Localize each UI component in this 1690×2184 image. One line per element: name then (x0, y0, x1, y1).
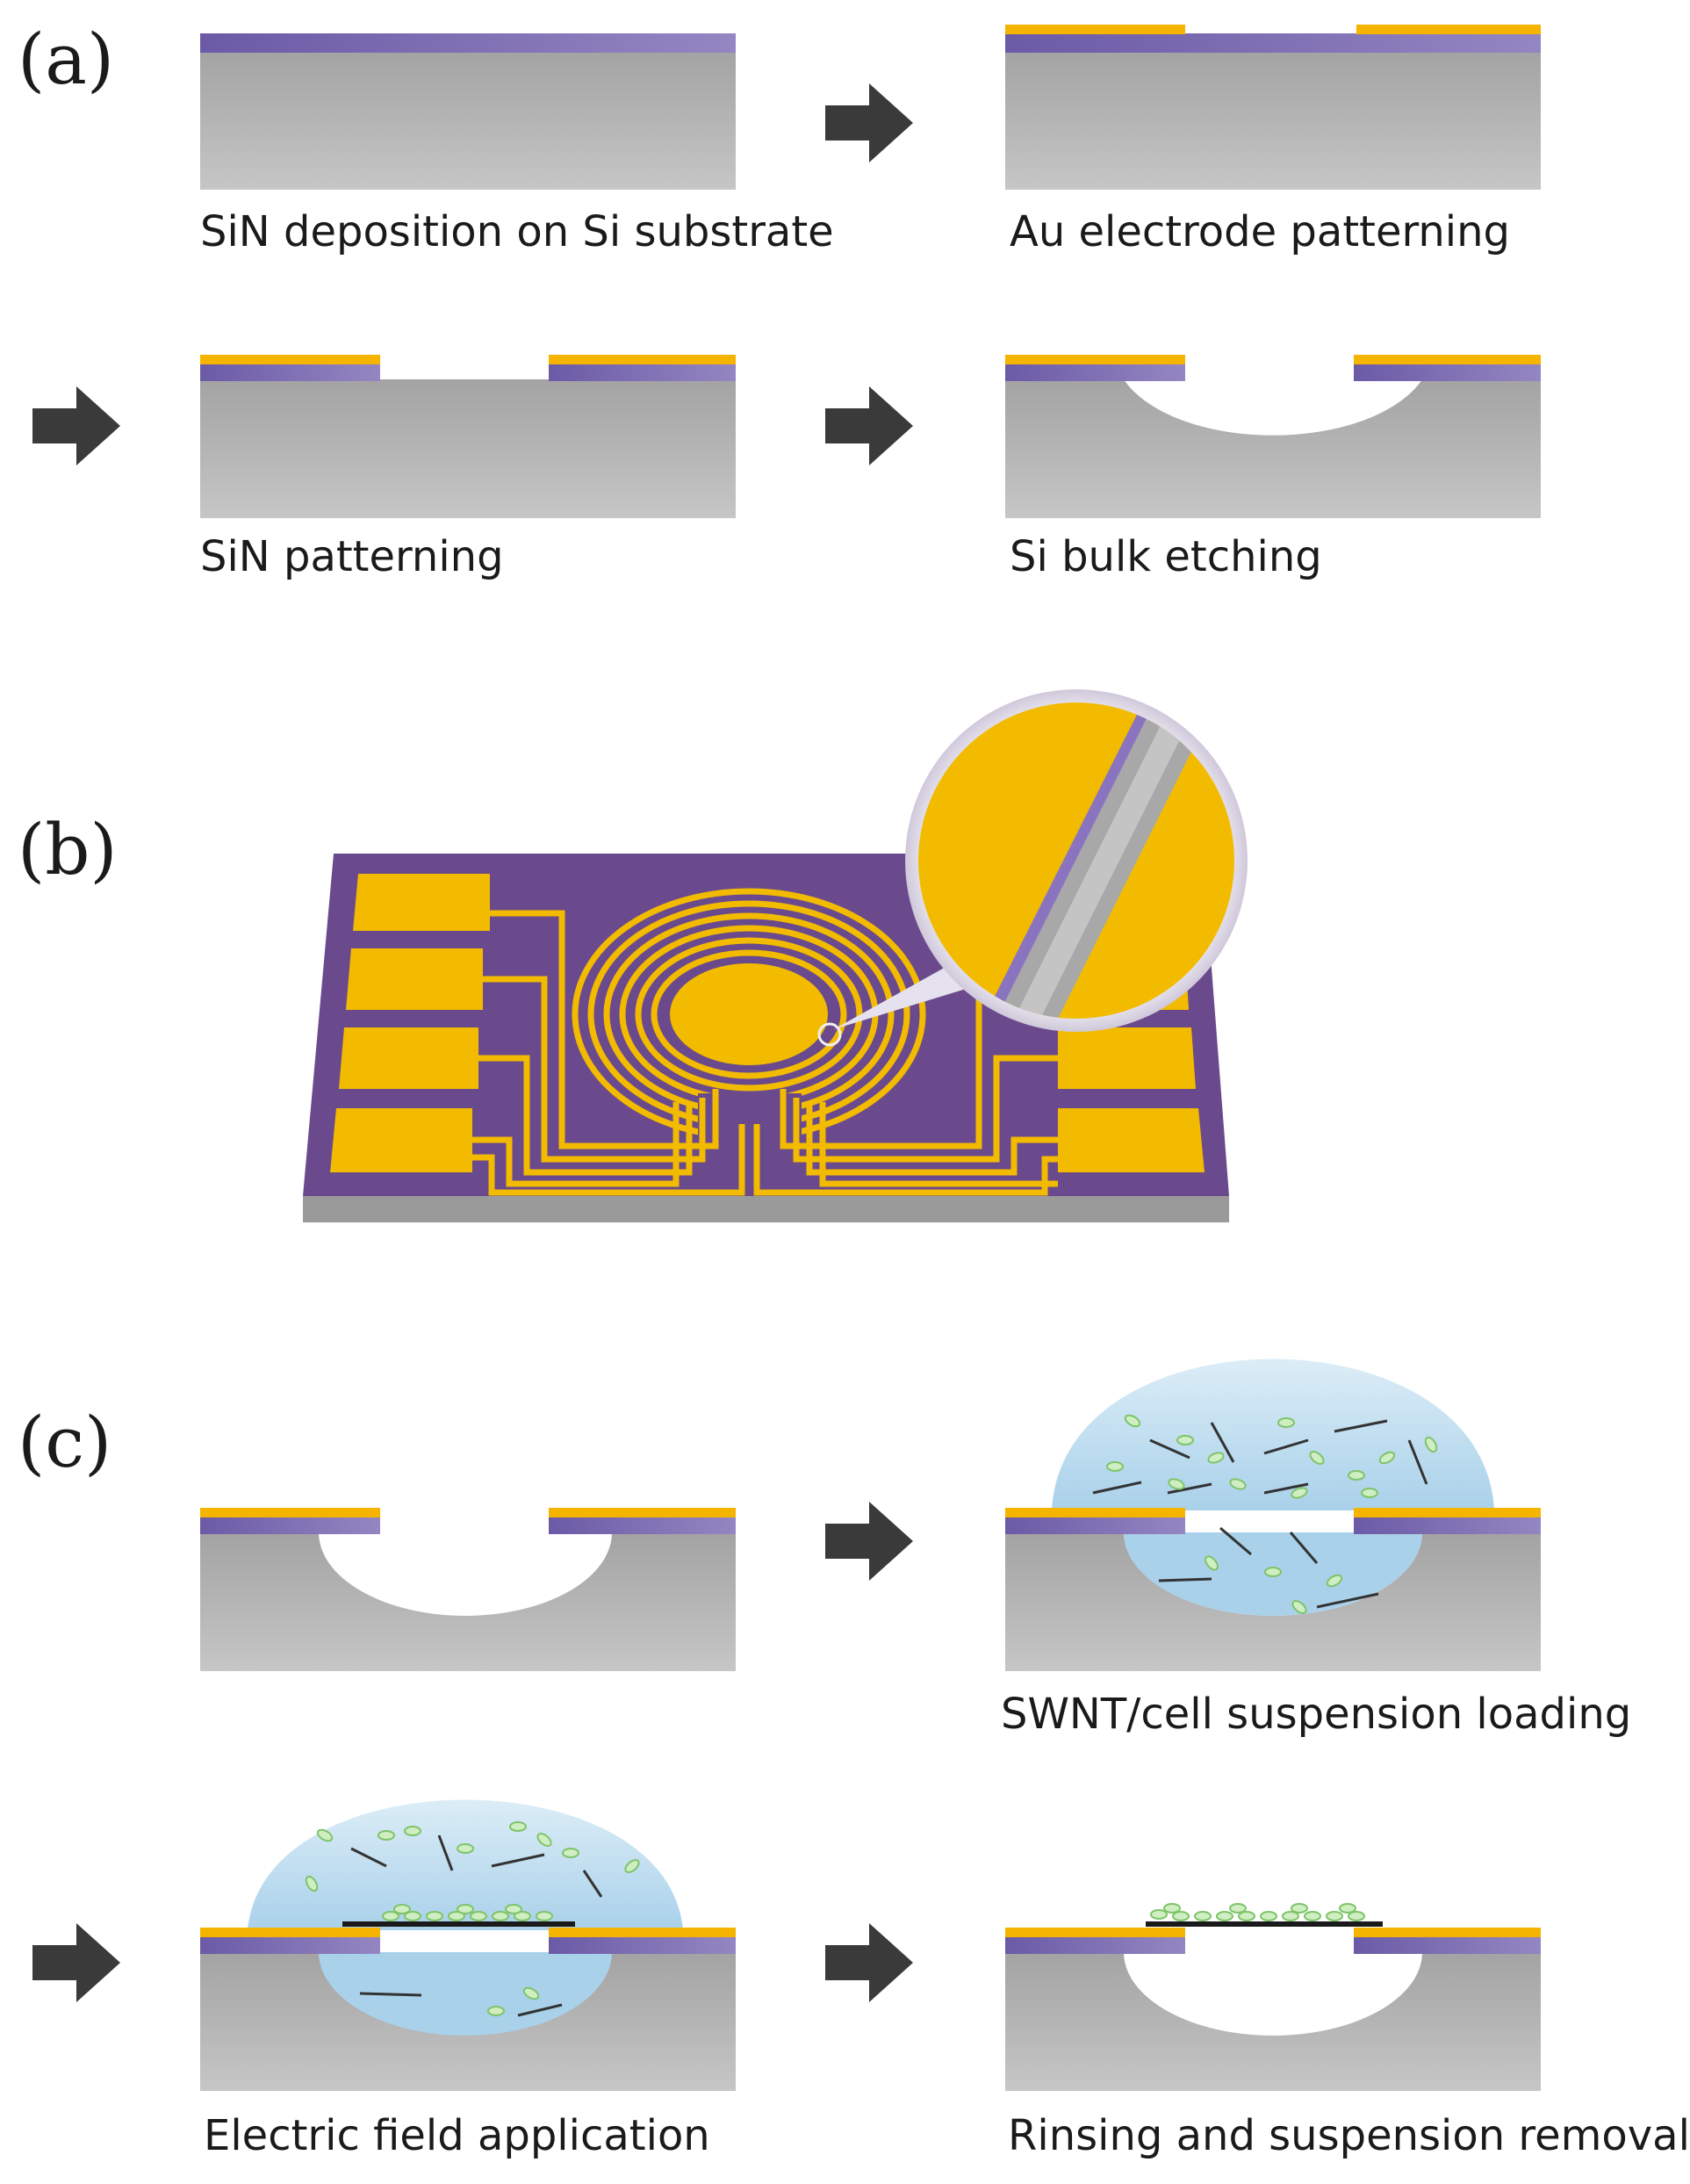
cells (305, 1821, 640, 2016)
cross-section-suspension-loading (1005, 1359, 1541, 1671)
si-substrate (1005, 51, 1541, 190)
assembled-cells (382, 1904, 553, 1921)
si-substrate (200, 51, 736, 190)
assembled-cells (1150, 1903, 1365, 1921)
panel-label-a: (a) (18, 18, 114, 100)
cells (1106, 1414, 1438, 1614)
cross-section-sin-patterning (200, 355, 736, 518)
suspension-in-cavity (319, 1952, 612, 2036)
arrow-right-icon (825, 83, 913, 162)
swnt-tubes (1092, 1419, 1428, 1609)
suspension-droplet (248, 1799, 683, 1930)
sin-layer-right (1354, 364, 1541, 381)
au-electrode-left (200, 355, 380, 364)
sin-layer-right (549, 1936, 736, 1954)
cross-section-rinsing (1005, 1903, 1541, 2091)
etched-cavity (319, 1532, 612, 1616)
sin-layer-left (200, 1936, 380, 1954)
au-electrode-left (1005, 1928, 1185, 1937)
caption-au-patterning: Au electrode patterning (1010, 207, 1510, 256)
arrow-right-icon (32, 1923, 120, 2002)
cross-section-etched-device (200, 1508, 736, 1671)
etched-cavity (1124, 379, 1422, 436)
sin-layer-right (549, 1517, 736, 1534)
caption-si-bulk-etching: Si bulk etching (1010, 532, 1322, 581)
caption-sin-deposition: SiN deposition on Si substrate (200, 207, 834, 256)
sin-layer (1005, 33, 1541, 53)
caption-suspension-loading: SWNT/cell suspension loading (1001, 1690, 1631, 1739)
au-electrode-right (1356, 25, 1541, 34)
cross-section-sin-deposition (200, 33, 736, 190)
au-electrode-left (200, 1508, 380, 1517)
panel-c: SWNT/cell suspension loading (32, 1359, 1690, 2160)
au-electrode-left (1005, 1508, 1185, 1517)
sin-layer (200, 33, 736, 53)
au-electrode-right (1354, 1508, 1541, 1517)
contact-pad (330, 1108, 472, 1172)
panel-label-b: (b) (18, 809, 118, 890)
traces-left (472, 910, 745, 1196)
aligned-swnt-bridge (342, 1921, 575, 1927)
chip-substrate-edge (303, 1196, 1229, 1222)
contact-pads-left (330, 874, 490, 1172)
caption-sin-patterning: SiN patterning (200, 532, 504, 581)
panel-a: SiN deposition on Si substrate Au electr… (32, 25, 1541, 581)
arrow-right-icon (825, 1923, 913, 2002)
aligned-swnt-bridge (1146, 1921, 1383, 1927)
arrow-right-icon (825, 1502, 913, 1581)
cross-section-electric-field (200, 1799, 736, 2091)
au-electrode-left (1005, 355, 1185, 364)
sin-layer-right (1354, 1517, 1541, 1534)
etched-cavity (1124, 1952, 1422, 2036)
caption-electric-field: Electric field application (204, 2111, 710, 2160)
caption-rinsing: Rinsing and suspension removal (1008, 2111, 1690, 2160)
si-substrate (200, 379, 736, 518)
au-electrode-right (549, 355, 736, 364)
au-electrode-right (1354, 355, 1541, 364)
center-electrode (670, 963, 828, 1065)
contact-pad (353, 874, 490, 931)
sin-layer-left (1005, 1936, 1185, 1954)
au-electrode-left (1005, 25, 1185, 34)
swnt-tubes (350, 1834, 603, 2017)
contact-pad (346, 948, 483, 1010)
au-electrode-right (1354, 1928, 1541, 1937)
au-electrode-right (549, 1508, 736, 1517)
zoom-origin-marker (817, 1022, 842, 1047)
contact-pad (1058, 1108, 1205, 1172)
sin-layer-left (1005, 1517, 1185, 1534)
sin-layer-left (200, 1517, 380, 1534)
sin-layer-left (200, 364, 380, 381)
sin-layer-right (1354, 1936, 1541, 1954)
cross-section-au-patterning (1005, 25, 1541, 190)
sin-layer-right (549, 364, 736, 381)
au-electrode-left (200, 1928, 380, 1937)
contact-pad (339, 1027, 478, 1089)
sin-layer-left (1005, 364, 1185, 381)
au-electrode-right (549, 1928, 736, 1937)
cross-section-si-bulk-etching (1005, 355, 1541, 518)
suspension-droplet (1052, 1359, 1494, 1510)
contact-pad (1058, 1027, 1196, 1089)
panel-b (303, 689, 1248, 1222)
arrow-right-icon (825, 386, 913, 465)
arrow-right-icon (32, 386, 120, 465)
zoom-inset (905, 689, 1248, 1032)
panel-label-c: (c) (18, 1402, 111, 1483)
